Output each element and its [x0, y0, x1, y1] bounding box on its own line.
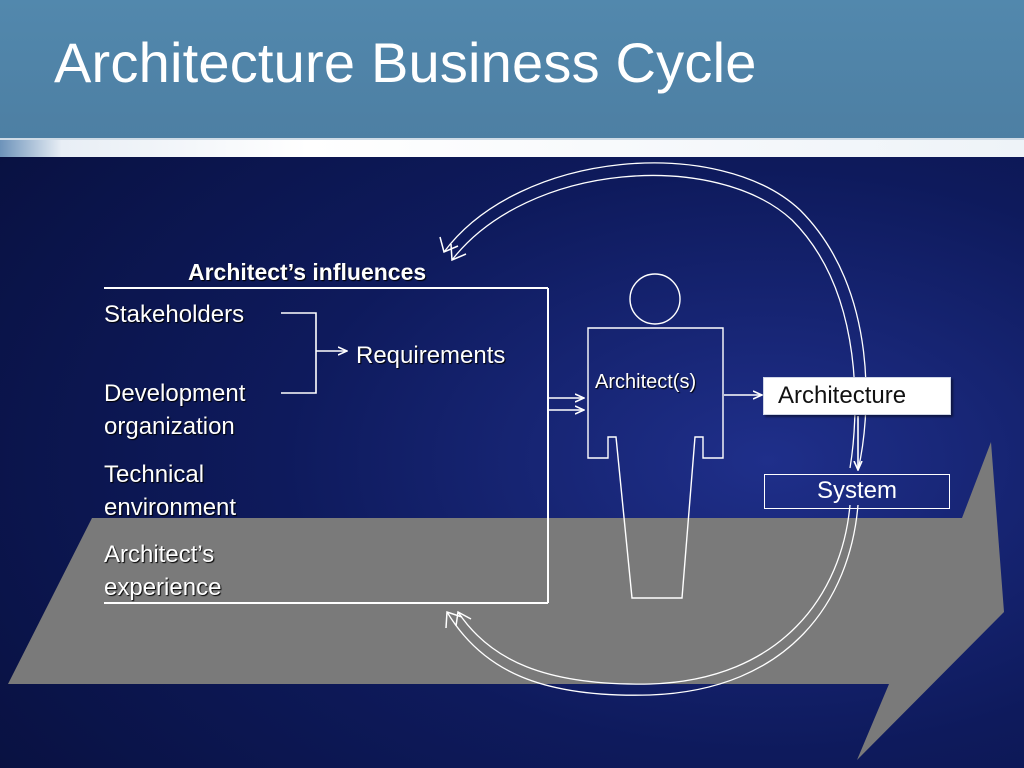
influences-header: Architect’s influences	[188, 259, 427, 285]
cycle-arc-bottom-inner	[457, 504, 851, 685]
architecture-box: Architecture	[763, 377, 951, 415]
slide-title: Architecture Business Cycle	[54, 31, 757, 94]
system-label: System	[816, 477, 897, 504]
feedback-big-arrow	[8, 442, 1004, 760]
header-stripe	[0, 140, 1024, 157]
cycle-arrowhead-bottom	[445, 610, 472, 629]
development-organization-label: Development organization	[104, 380, 246, 440]
cycle-arc-top-inner	[451, 174, 856, 469]
technical-environment-label: Technical environment	[104, 461, 237, 521]
stakeholders-label: Stakeholders	[104, 301, 245, 328]
architects-experience-label: Architect’s experience	[104, 541, 222, 601]
system-box: System	[764, 474, 950, 509]
requirements-label: Requirements	[356, 342, 506, 369]
cycle-arrowhead-top	[439, 236, 467, 262]
title-bar: Architecture Business Cycle	[0, 0, 1024, 140]
architect-body	[587, 327, 724, 599]
architecture-label: Architecture	[778, 382, 907, 409]
cycle-arc-bottom-outer	[446, 504, 859, 696]
requirements-bracket	[281, 312, 317, 394]
architect-head	[629, 273, 681, 325]
architects-label: Architect(s)	[595, 371, 697, 393]
cycle-arc-top-outer	[443, 162, 867, 471]
